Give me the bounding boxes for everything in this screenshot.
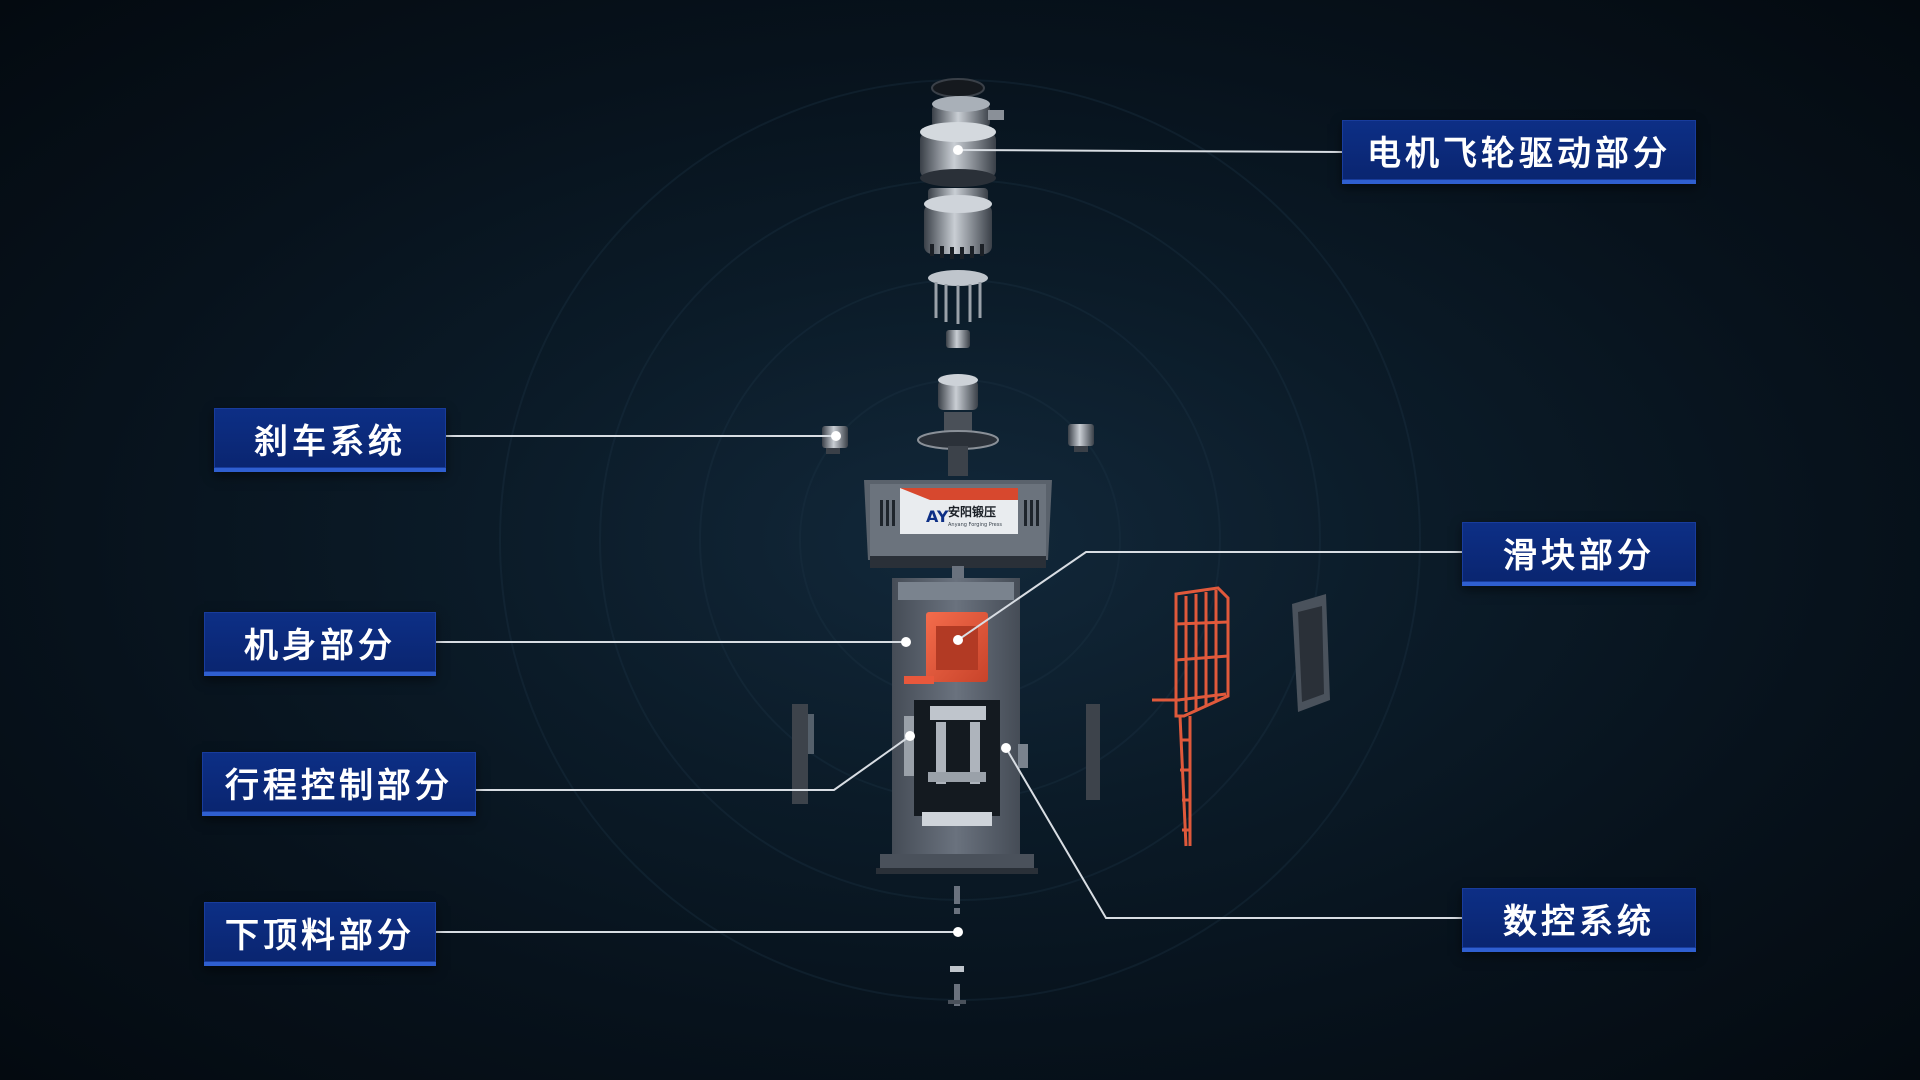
motor-flywheel-part [920, 96, 1004, 348]
safety-guard-ladder [1152, 586, 1230, 847]
brand-logo-mark: AY [926, 507, 949, 526]
label-slider: 滑块部分 [1462, 522, 1696, 586]
side-plate-right [1086, 704, 1100, 800]
label-motor-flywheel: 电机飞轮驱动部分 [1342, 120, 1696, 184]
brake-block-right [1068, 424, 1094, 452]
top-cap-part [931, 78, 985, 98]
crown-housing-part: AY 安阳锻压 Anyang Forging Press [864, 480, 1052, 568]
label-ejector: 下顶料部分 [204, 902, 436, 966]
brand-name-en: Anyang Forging Press [948, 522, 1002, 528]
electrical-cabinet-part [1292, 594, 1330, 712]
stroke-control-part [904, 716, 914, 776]
label-machine-body: 机身部分 [204, 612, 436, 676]
label-brake-system: 刹车系统 [214, 408, 446, 472]
label-stroke-control: 行程控制部分 [202, 752, 476, 816]
label-cnc-system: 数控系统 [1462, 888, 1696, 952]
ejector-part [948, 886, 966, 1006]
cnc-panel-part [1018, 744, 1028, 768]
side-plate-left [792, 704, 814, 804]
brand-name-cn: 安阳锻压 [948, 504, 996, 519]
brake-block-left [822, 426, 848, 454]
die-area-part [922, 706, 992, 826]
brake-gear-part [917, 374, 999, 476]
